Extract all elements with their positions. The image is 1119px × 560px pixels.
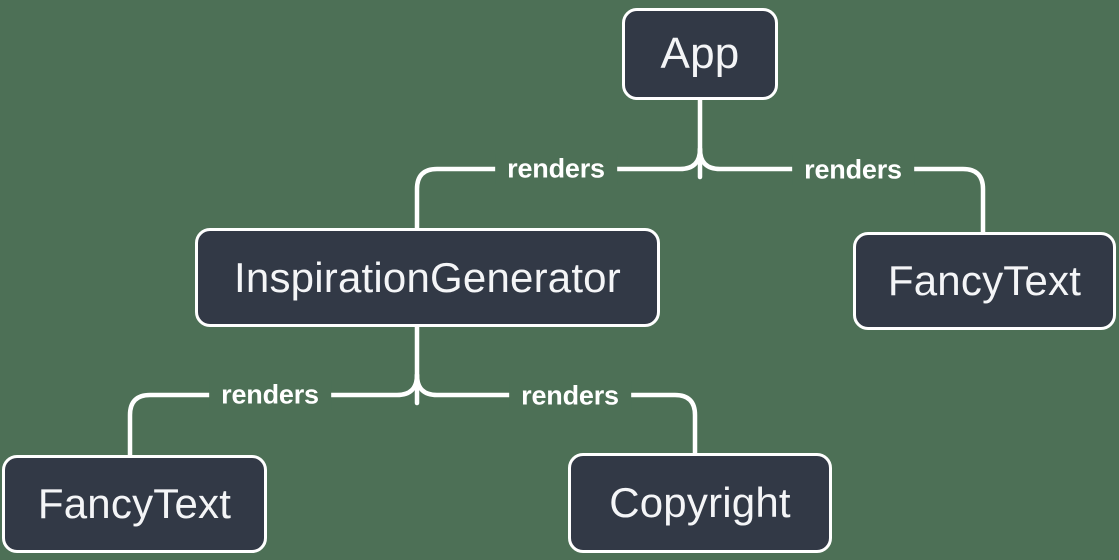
edge-app-to-fancy-text — [697, 146, 986, 235]
node-copyright-label: Copyright — [609, 479, 791, 526]
node-inspiration-generator: InspirationGenerator — [195, 228, 660, 327]
node-inspiration-generator-label: InspirationGenerator — [234, 253, 621, 301]
edge-inspiration-generator-to-fancy-text — [127, 372, 420, 458]
edge-app-to-inspiration-generator — [414, 146, 703, 231]
edge-inspiration-generator-to-copyright — [414, 372, 698, 456]
node-fancy-text-top-right-label: FancyText — [887, 257, 1082, 304]
node-fancy-text-bottom-left-label: FancyText — [37, 480, 232, 527]
node-copyright: Copyright — [568, 453, 832, 553]
node-fancy-text-bottom-left: FancyText — [2, 455, 267, 553]
node-app-label: App — [660, 29, 740, 78]
node-fancy-text-top-right: FancyText — [853, 232, 1116, 330]
node-app: App — [622, 8, 778, 100]
edge-label-inspiration-generator-fancy-text: renders — [209, 379, 331, 411]
edge-label-app-inspiration-generator: renders — [495, 153, 617, 185]
edge-label-inspiration-generator-copyright: renders — [509, 380, 631, 412]
edge-label-app-fancy-text: renders — [792, 154, 914, 186]
